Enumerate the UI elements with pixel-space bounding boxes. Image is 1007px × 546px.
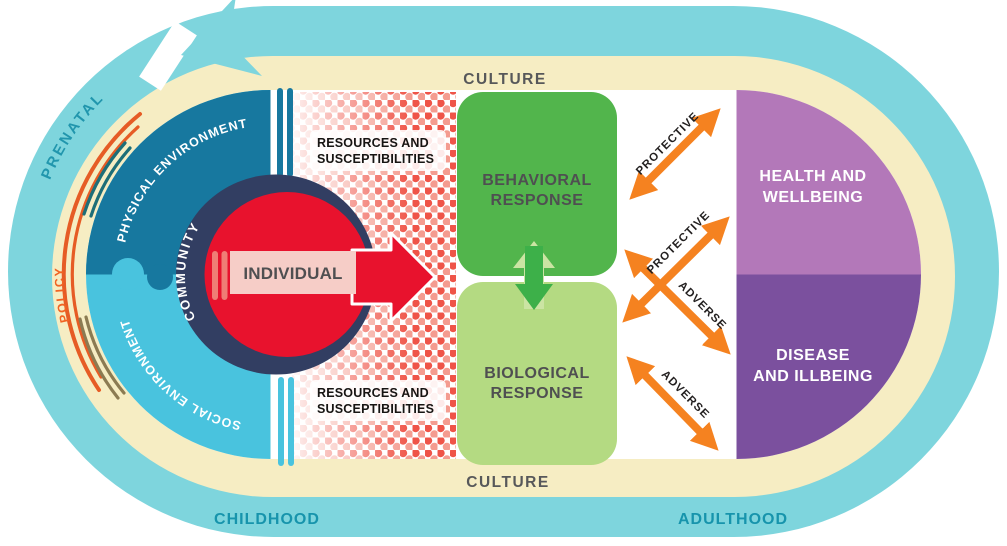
track-gap [139, 21, 197, 91]
individual-pause-bars [212, 251, 228, 300]
resources-top-plate [310, 130, 446, 171]
disease-illbeing-half [736, 274, 921, 459]
resources-bottom-label-line2: SUSCEPTIBILITIES [317, 402, 434, 416]
disease-illbeing-label-line2: AND ILLBEING [753, 368, 873, 385]
behavioral-response-label-line2: RESPONSE [491, 192, 584, 209]
disease-illbeing-label-line1: DISEASE [776, 347, 850, 364]
resources-bottom-label-line1: RESOURCES AND [317, 386, 429, 400]
puzzle-knob-social [112, 258, 144, 290]
health-wellbeing-label-line2: WELLBEING [763, 189, 864, 206]
pathway-arrow-top-protective [629, 108, 721, 200]
physical-boundary-bars [277, 88, 293, 177]
individual-label-band [230, 251, 356, 294]
social-boundary-bars [278, 377, 294, 466]
policy-influence-arcs [61, 112, 142, 400]
biological-response-label-line2: RESPONSE [491, 385, 584, 402]
resources-top-label-line2: SUSCEPTIBILITIES [317, 152, 434, 166]
culture-label-bottom: CULTURE [466, 474, 549, 491]
puzzle-knob-physical [147, 264, 173, 290]
resources-bottom-plate [310, 380, 446, 421]
resources-top-label-line1: RESOURCES AND [317, 136, 429, 150]
pathway-arrow-cross-adverse [624, 249, 731, 355]
track-arrowhead-icon [181, 0, 262, 76]
health-wellbeing-label-line1: HEALTH AND [759, 168, 866, 185]
adulthood-label: ADULTHOOD [678, 511, 788, 528]
pathway-arrow-bottom-adverse [626, 356, 719, 451]
behavioral-response-label-line1: BEHAVIORAL [482, 172, 592, 189]
individual-arrow-icon [350, 231, 437, 323]
childhood-label: CHILDHOOD [214, 511, 320, 528]
policy-label: POLICY [52, 267, 72, 325]
response-down-arrow-icon [515, 246, 553, 310]
individual-label: INDIVIDUAL [243, 264, 342, 283]
behavioral-response-box [457, 92, 617, 276]
biological-response-label-line1: BIOLOGICAL [484, 365, 589, 382]
health-wellbeing-half [736, 90, 921, 275]
culture-label-top: CULTURE [463, 71, 546, 88]
biological-response-box [457, 282, 617, 465]
